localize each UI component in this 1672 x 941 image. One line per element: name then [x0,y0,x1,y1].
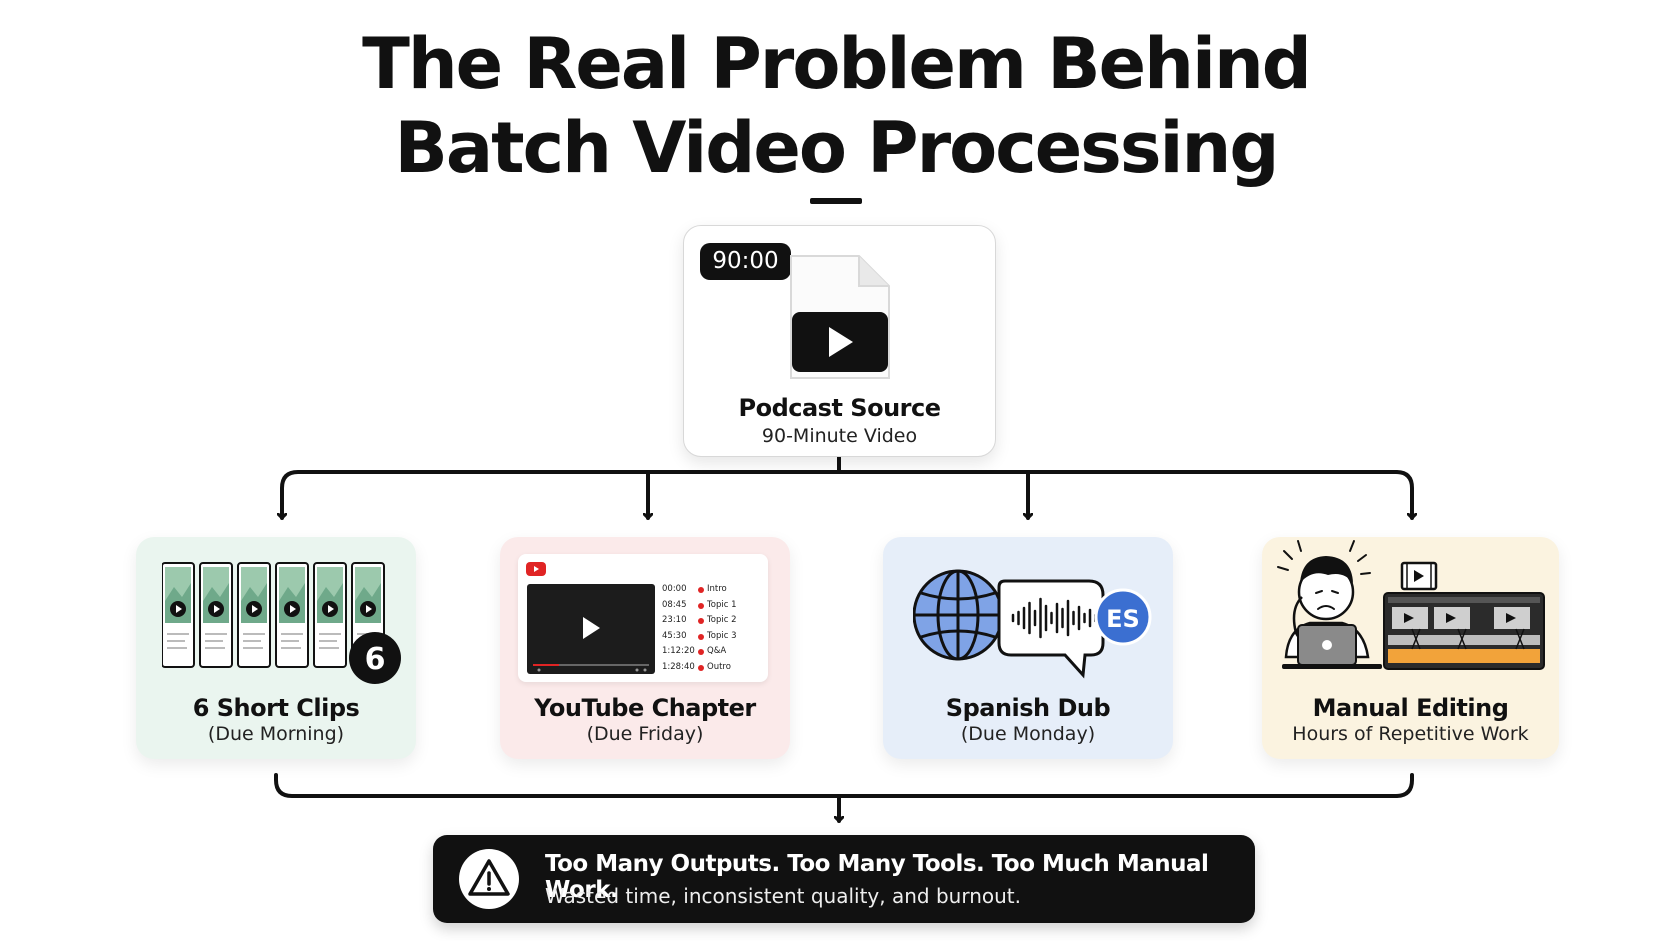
dub-title: Spanish Dub [945,694,1111,722]
chapter-row: 1:12:20 Q&A [662,646,762,662]
chapter-time: 08:45 [662,599,687,610]
clip-thumbnail [237,562,271,668]
clip-thumbnail [313,562,347,668]
chapter-time: 00:00 [662,584,687,594]
chapter-dot [698,602,704,609]
video-file-icon [790,255,890,379]
chapter-dot [698,649,704,655]
chapter-subtitle: (Due Friday) [586,723,704,745]
clips-subtitle: (Due Morning) [207,723,345,745]
manual-subtitle: Hours of Repetitive Work [1292,723,1529,745]
youtube-player-icon [527,584,655,674]
chapter-topic: Topic 3 [707,630,737,641]
podcast-source-card: 90:00 Podcast Source 90-Minute Video [683,225,996,457]
chapter-row: 23:10 Topic 2 [662,615,762,631]
chapter-time: 1:28:40 [662,661,695,672]
distribution-bar [280,470,1414,507]
clips-title: 6 Short Clips [192,694,360,722]
source-title: Podcast Source [738,394,942,422]
chapter-time: 23:10 [662,615,687,625]
chapter-row: 45:30 Topic 3 [662,631,762,647]
youtube-chapter-card: 00:00 Intro 08:45 Topic 1 23:10 Topic 2 45:30 T… [500,537,790,759]
short-clips-card: 6 6 Short Clips (Due Morning) [136,537,416,759]
manual-title: Manual Editing [1312,694,1509,722]
banner-headline: Too Many Outputs. Too Many Tools. Too Mu… [545,851,1209,903]
editing-timeline-icon [1383,592,1545,670]
title-line-2: Batch Video Processing [394,107,1280,189]
title-line-1: The Real Problem Behind [362,23,1312,105]
chapter-dot [698,618,704,624]
language-badge: ES [1106,605,1140,633]
collector-bracket [274,773,1414,798]
globe-icon [913,569,1004,661]
chapter-list: 00:00 Intro 08:45 Topic 1 23:10 Topic 2 45:30 T… [662,584,762,677]
chapter-row: 00:00 Intro [662,584,762,600]
warning-icon [459,849,519,909]
chapter-topic: Q&A [707,646,727,656]
clip-thumbnail [275,562,309,668]
chapter-topic: Outro [707,661,731,672]
youtube-logo-icon [526,562,546,576]
spanish-dub-card: ES Spanish Dub (Due Monday) [883,537,1173,759]
chapter-time: 1:12:20 [662,646,695,656]
clip-thumbnail [162,562,195,668]
film-icon [1400,561,1438,591]
chapter-dot [698,633,704,640]
chapter-dot [698,664,704,671]
chapter-topic: Topic 2 [707,615,737,625]
clip-count-badge: 6 [365,642,386,677]
speech-bubble-icon [997,579,1105,679]
chapter-topic: Intro [707,584,727,594]
stressed-editor-icon [1277,540,1545,670]
source-subtitle: 90-Minute Video [761,425,918,447]
page-title: The Real Problem Behind Batch Video Proc… [0,22,1672,190]
youtube-preview-panel: 00:00 Intro 08:45 Topic 1 23:10 Topic 2 45:30 T… [518,554,768,682]
title-underline [810,198,862,204]
chapter-dot [698,587,704,593]
duration-badge: 90:00 [700,243,791,280]
problem-banner: Too Many Outputs. Too Many Tools. Too Mu… [433,835,1255,923]
stress-lines-icon [1277,540,1371,575]
banner-subtitle: Wasted time, inconsistent quality, and b… [545,884,1021,908]
chapter-title: YouTube Chapter [534,694,756,722]
manual-editing-card: Manual Editing Hours of Repetitive Work [1262,537,1559,759]
chapter-row: 08:45 Topic 1 [662,600,762,616]
chapter-topic: Topic 1 [707,599,737,610]
globe-audio-icon: ES [913,569,1152,679]
short-clips-icon: 6 [162,562,401,684]
chapter-time: 45:30 [662,630,687,641]
dub-subtitle: (Due Monday) [960,723,1096,745]
chapter-row: 1:28:40 Outro [662,662,762,678]
clip-thumbnail [199,562,233,668]
